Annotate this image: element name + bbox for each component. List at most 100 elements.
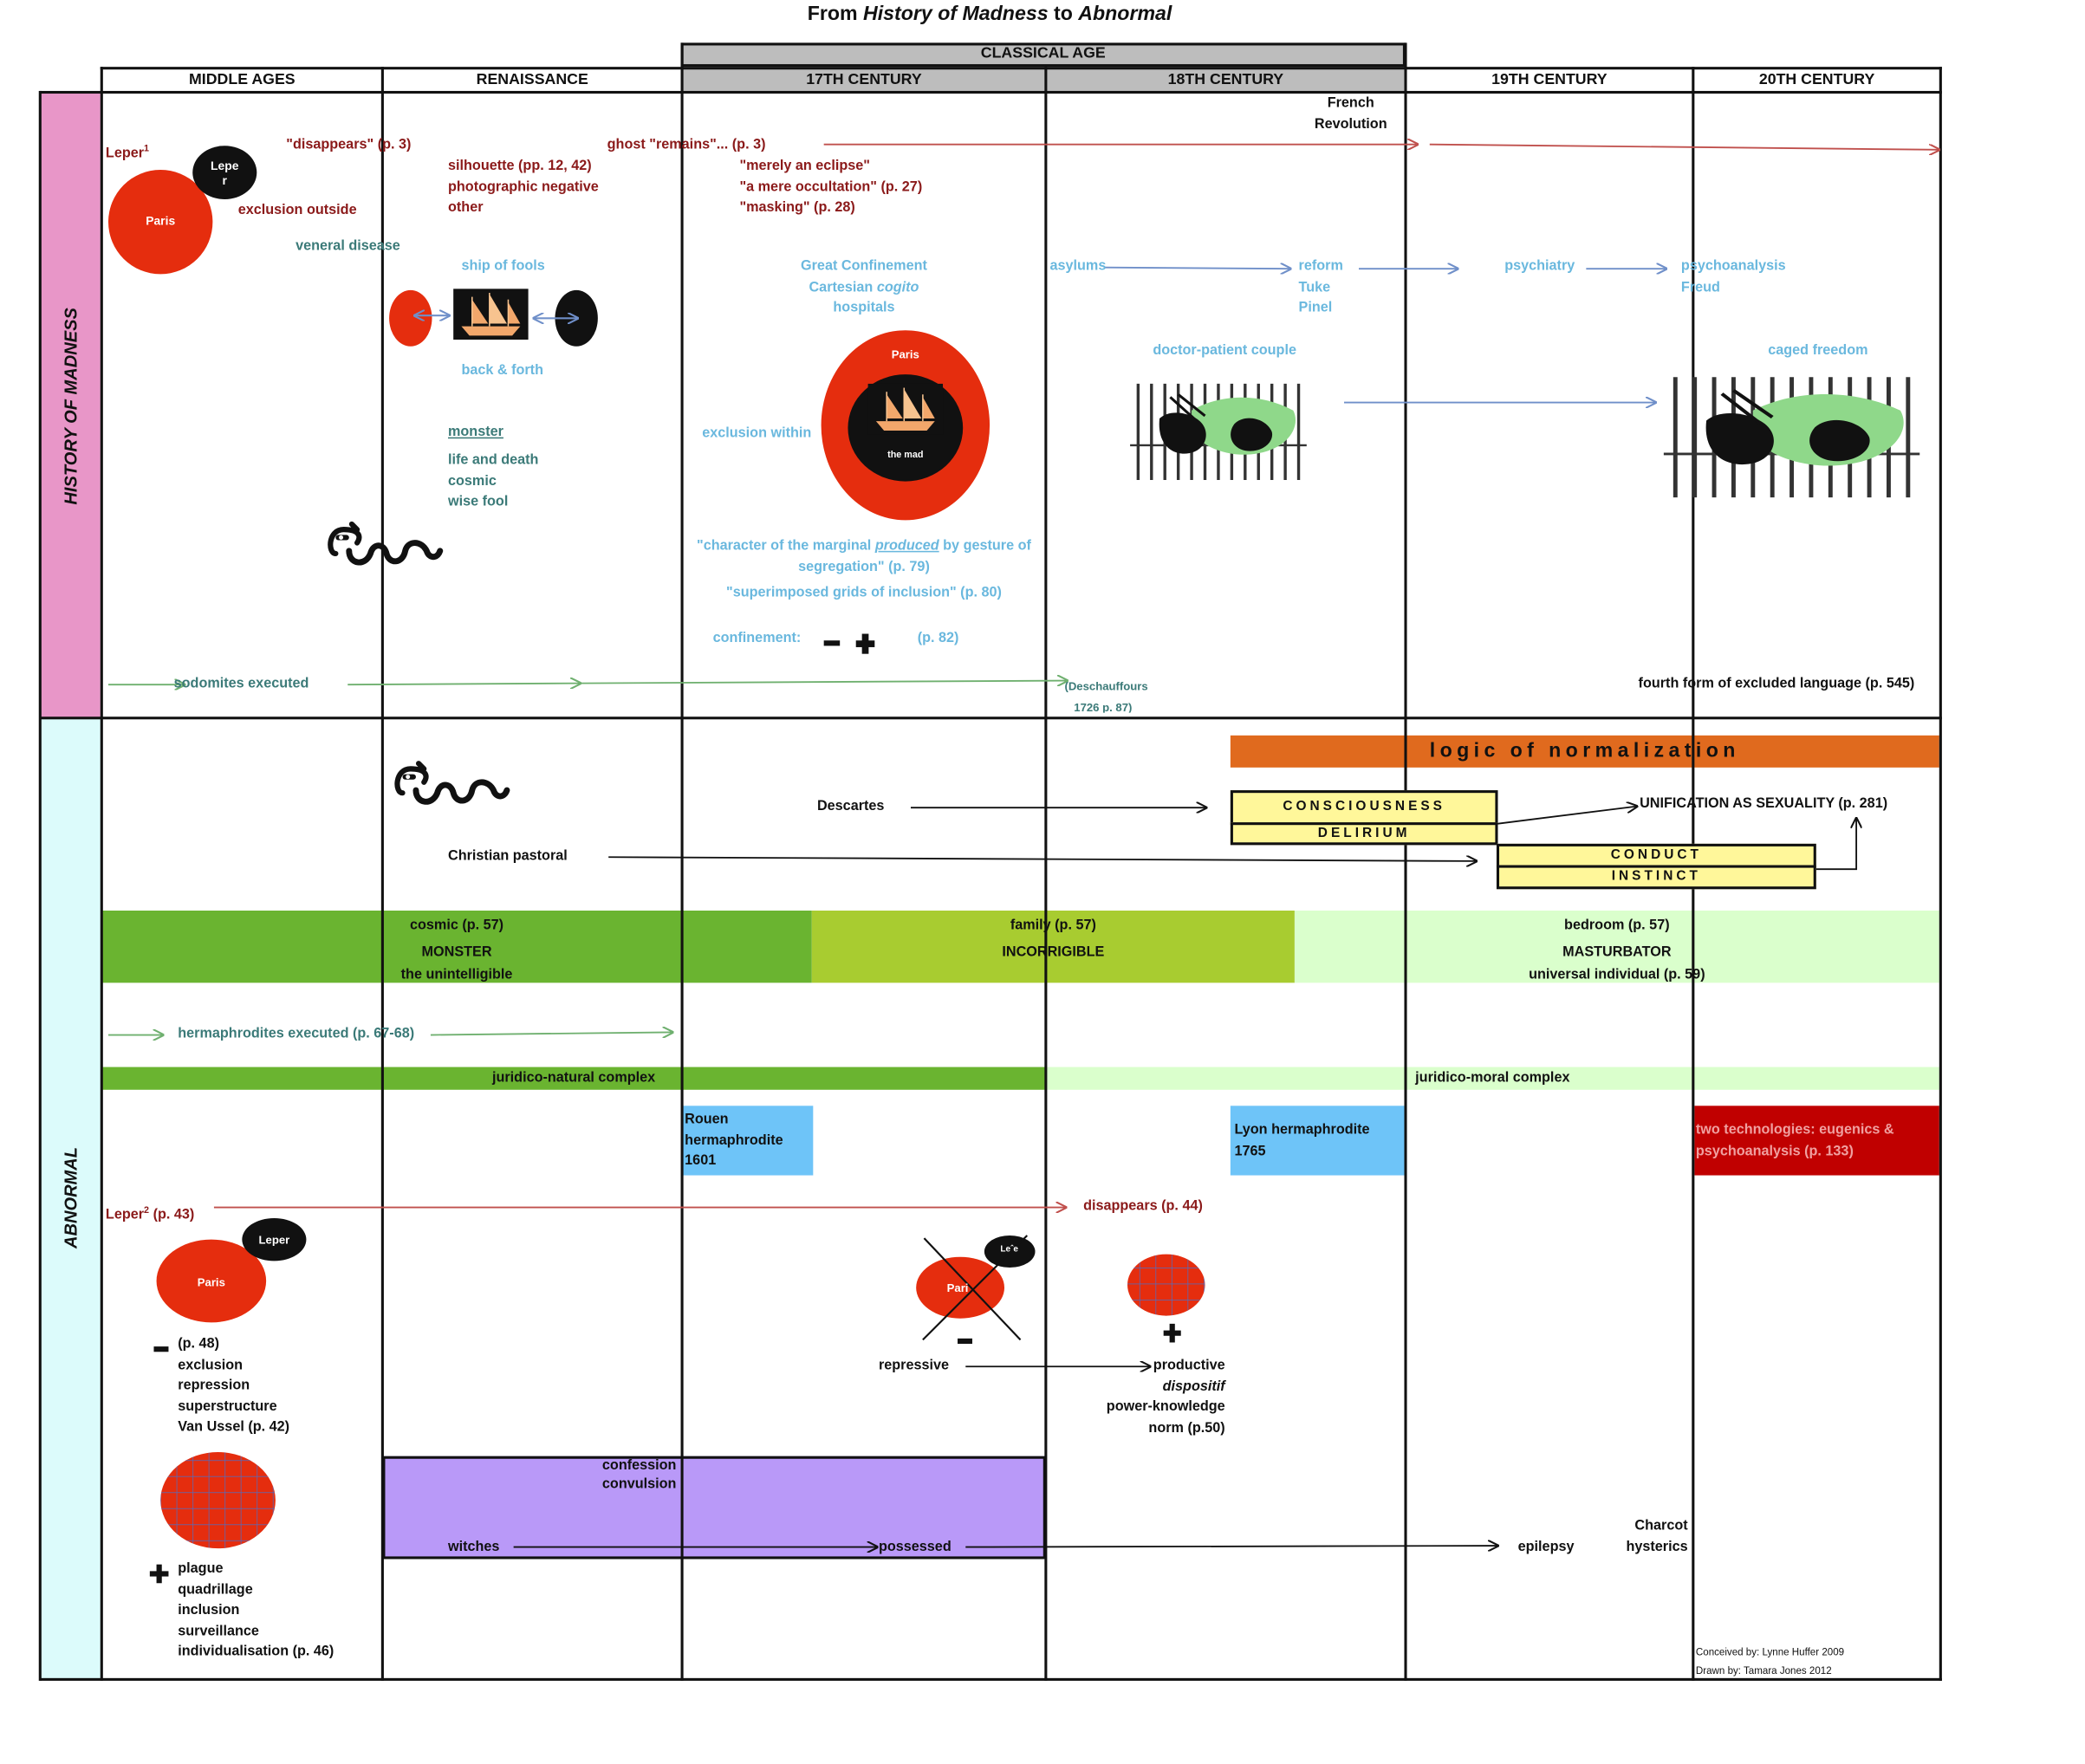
delirium-label: DELIRIUM: [1317, 826, 1411, 841]
band-bedroom-text: bedroom (p. 57) MASTURBATOR universal in…: [1529, 917, 1705, 983]
grid-bottom: [40, 1677, 1942, 1681]
unification-label: UNIFICATION AS SEXUALITY (p. 281): [1640, 795, 1888, 812]
sodomites-arrow-2: [348, 684, 581, 685]
conduct-label: CONDUCT: [1610, 847, 1702, 863]
confinement-label: confinement:: [712, 629, 802, 646]
band-family: [811, 910, 1295, 983]
cage-icon: [1128, 382, 1309, 482]
superimposed-quote: "superimposed grids of inclusion" (p. 80…: [726, 584, 1002, 600]
dragon-icon-2: [397, 763, 506, 801]
page-title: From History of Madness to Abnormal: [807, 3, 1172, 26]
conduct-box: CONDUCT: [1496, 843, 1816, 868]
confession-box: [382, 1456, 1046, 1560]
paris-circle-2: [156, 1239, 267, 1323]
logic-normalization-bar: [1230, 735, 1939, 768]
asylums-label: asylums: [1049, 257, 1107, 275]
paris-label: Paris: [146, 213, 176, 228]
classical-age-label: CLASSICAL AGE: [980, 45, 1106, 62]
two-technologies-box: [1694, 1106, 1939, 1176]
juridico-natural-label: juridico-natural complex: [491, 1069, 656, 1086]
instinct-label: INSTINCT: [1611, 869, 1702, 885]
header-middle-ages: MIDDLE AGES: [189, 72, 296, 88]
sodomites-label: sodomites executed: [173, 675, 309, 691]
disappears-label: "disappears" (p. 3): [286, 136, 412, 152]
monster-label: monster: [448, 424, 503, 440]
ship-icon: [452, 288, 529, 340]
grid-circle-icon-2: [1127, 1254, 1205, 1316]
back-forth-label: back & forth: [461, 362, 543, 379]
grid-col-19th: [1404, 42, 1407, 1681]
christian-pastoral-label: Christian pastoral: [448, 847, 568, 864]
header-18th: 18TH CENTURY: [1167, 72, 1284, 88]
paris-big-label: Paris: [891, 347, 919, 361]
possessed-arrow: [965, 1546, 1497, 1547]
band-juridico-moral: [1045, 1067, 1939, 1090]
cage-icon-2: [1664, 377, 1919, 497]
paris-small-circle: [389, 289, 432, 347]
lyon-box: [1230, 1106, 1405, 1176]
abnormal-row-bar: [40, 717, 101, 1680]
possessed-label: possessed: [878, 1539, 952, 1555]
marginal-quote: "character of the marginal produced by g…: [697, 537, 1031, 574]
consciousness-arrow: [1497, 807, 1637, 825]
ghost-arrow-2: [1429, 143, 1939, 150]
grid-left: [100, 67, 103, 1681]
leper1-label: Leper1: [105, 144, 150, 161]
grid-circle-icon: [160, 1452, 276, 1549]
band-cosmic: [101, 910, 812, 983]
grid-top: [100, 67, 1942, 70]
credits: Conceived by: Lynne Huffer 2009 Drawn by…: [1696, 1644, 1844, 1681]
great-confinement-label: Great Confinement Cartesian cogito hospi…: [801, 257, 927, 316]
the-mad-label: the mad: [887, 451, 924, 460]
instinct-box: INSTINCT: [1496, 865, 1816, 890]
p82-label: (p. 82): [917, 629, 959, 646]
ghost-remains-label: ghost "remains"... (p. 3): [607, 136, 766, 152]
dragon-icon: [330, 524, 439, 562]
paris-2-label: Paris: [197, 1275, 225, 1289]
classical-subheader-bg: [680, 67, 1406, 93]
grid-row-divider: [40, 717, 1942, 720]
delirium-box: DELIRIUM: [1230, 822, 1498, 846]
descartes-label: Descartes: [816, 798, 885, 814]
disappears2-label: disappears (p. 44): [1083, 1197, 1203, 1215]
leper-crossed-label: Leˆe: [1000, 1244, 1019, 1255]
grid-left-outer: [38, 90, 42, 1681]
consciousness-label: CONSCIOUSNESS: [1283, 799, 1445, 814]
sodomites-arrow-3: [580, 681, 1068, 684]
rouen-box: [682, 1106, 814, 1176]
epilepsy-label: epilepsy: [1517, 1539, 1575, 1555]
leper-circle-2: [242, 1217, 307, 1261]
header-renaissance: RENAISSANCE: [476, 72, 588, 88]
leper-circle-2-label: Leper: [258, 1232, 290, 1247]
minus-icon-3: [153, 1346, 169, 1352]
fourth-form-label: fourth form of excluded language (p. 545…: [1638, 675, 1915, 691]
grid-col-17th: [680, 42, 684, 1681]
ship-icon-2: [867, 383, 944, 436]
header-19th: 19TH CENTURY: [1491, 72, 1608, 88]
madness-row-bar: [40, 92, 101, 718]
conduct-arrow: [1815, 818, 1856, 871]
juridico-moral-label: juridico-moral complex: [1415, 1069, 1570, 1086]
psychiatry-label: psychiatry: [1504, 257, 1575, 275]
consciousness-box: CONSCIOUSNESS: [1230, 790, 1498, 826]
exclusion-within-label: exclusion within: [702, 425, 812, 442]
classical-age-header: [680, 42, 1406, 68]
leper-crossed-circle: [984, 1235, 1036, 1268]
minus-icon: [823, 640, 841, 646]
band-family-text: family (p. 57) INCORRIGIBLE: [1002, 917, 1105, 961]
productive-label: productive dispositif power-knowledge no…: [1106, 1357, 1225, 1436]
band-cosmic-text: cosmic (p. 57) MONSTER the unintelligibl…: [400, 917, 513, 983]
paris-crossed-circle: [916, 1256, 1005, 1319]
band-juridico-natural: [101, 1067, 1046, 1090]
cross-line-1: [923, 1237, 1022, 1341]
